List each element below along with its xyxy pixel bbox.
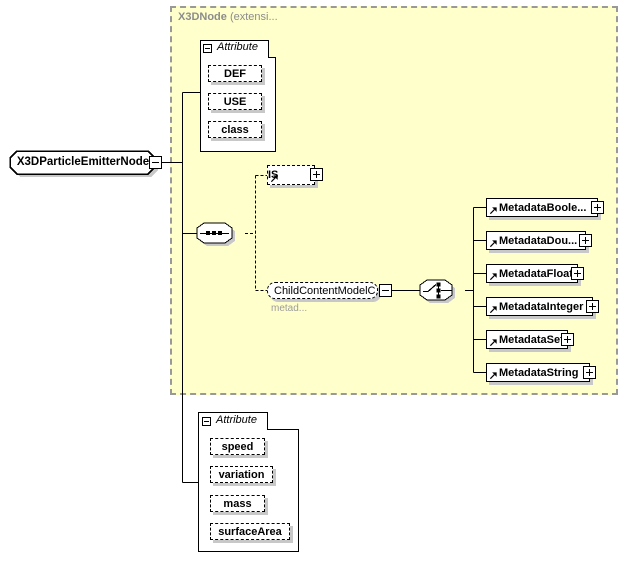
annotation-text: metad...: [271, 303, 308, 314]
reference-arrow-icon: [489, 207, 497, 215]
extension-container-title: X3DNode (extensi...: [178, 11, 278, 23]
metadata-boolean-expand-toggle[interactable]: [591, 201, 604, 214]
choice-compositor-icon[interactable]: [419, 279, 455, 303]
element-node-metadata-set[interactable]: MetadataSet: [486, 330, 568, 349]
reference-arrow-icon: [489, 372, 497, 380]
metadata-float-expand-toggle[interactable]: [571, 267, 584, 280]
metadata-label: MetadataBoole...: [499, 201, 587, 214]
reference-arrow-icon: [489, 339, 497, 347]
root-element-label[interactable]: X3DParticleEmitterNode: [16, 156, 150, 168]
metadata-integer-expand-toggle[interactable]: [586, 300, 599, 313]
solid-connectors: [162, 92, 486, 483]
choice-outline: [419, 279, 453, 301]
element-node-metadata-boolean[interactable]: MetadataBoole...: [486, 198, 598, 217]
reference-arrow-icon: [489, 240, 497, 248]
element-node-metadata-float[interactable]: MetadataFloat: [486, 264, 578, 283]
element-node-is[interactable]: IS: [267, 165, 315, 185]
choice-dot: [436, 294, 441, 299]
reference-arrow-icon: [270, 175, 278, 183]
group-node-child-content-model[interactable]: ChildContentModelC...: [267, 282, 385, 299]
choice-dot: [436, 288, 441, 293]
sequence-dot: [206, 231, 210, 235]
is-label: IS: [268, 169, 279, 181]
root-element-shape[interactable]: [9, 150, 158, 177]
attribute-item-variation[interactable]: variation: [210, 466, 273, 483]
dashed-connectors: [245, 175, 267, 291]
metadata-label: MetadataString: [499, 366, 579, 379]
sequence-compositor-icon[interactable]: [196, 222, 235, 246]
choice-switch-arm: [423, 284, 437, 293]
element-node-metadata-double[interactable]: MetadataDou...: [486, 231, 586, 250]
attribute-group-top-header: Attribute: [217, 41, 258, 53]
metadata-string-expand-toggle[interactable]: [583, 366, 596, 379]
metadata-label: MetadataInteger: [499, 300, 584, 313]
metadata-label: MetadataDou...: [499, 234, 578, 247]
metadata-label: MetadataSet: [499, 333, 564, 346]
sequence-dot: [218, 231, 222, 235]
root-element-outline: [9, 150, 156, 175]
metadata-set-expand-toggle[interactable]: [561, 333, 574, 346]
reference-arrow-icon: [489, 306, 497, 314]
attribute-item-class[interactable]: class: [208, 121, 262, 138]
element-node-metadata-string[interactable]: MetadataString: [486, 363, 590, 382]
extension-base-name: X3DNode: [178, 11, 227, 23]
attribute-group-bottom-header: Attribute: [216, 414, 257, 426]
choice-dot: [436, 282, 441, 287]
attribute-item-def[interactable]: DEF: [208, 65, 262, 82]
element-node-metadata-integer[interactable]: MetadataInteger: [486, 297, 593, 316]
attribute-item-use[interactable]: USE: [208, 93, 262, 110]
attribute-group-bottom-collapse-icon[interactable]: [202, 417, 211, 426]
extension-suffix: (extensi...: [226, 11, 278, 23]
attribute-group-top-collapse-icon[interactable]: [203, 44, 212, 53]
attribute-item-mass[interactable]: mass: [210, 495, 265, 512]
reference-arrow-icon: [489, 273, 497, 281]
attribute-item-speed[interactable]: speed: [210, 438, 265, 455]
child-content-model-collapse-toggle[interactable]: [379, 284, 392, 297]
metadata-label: MetadataFloat: [499, 267, 573, 280]
sequence-dot: [212, 231, 216, 235]
root-collapse-toggle[interactable]: [149, 156, 162, 169]
metadata-double-expand-toggle[interactable]: [579, 234, 592, 247]
is-expand-toggle[interactable]: [310, 168, 323, 181]
attribute-item-surfacearea[interactable]: surfaceArea: [210, 523, 290, 540]
